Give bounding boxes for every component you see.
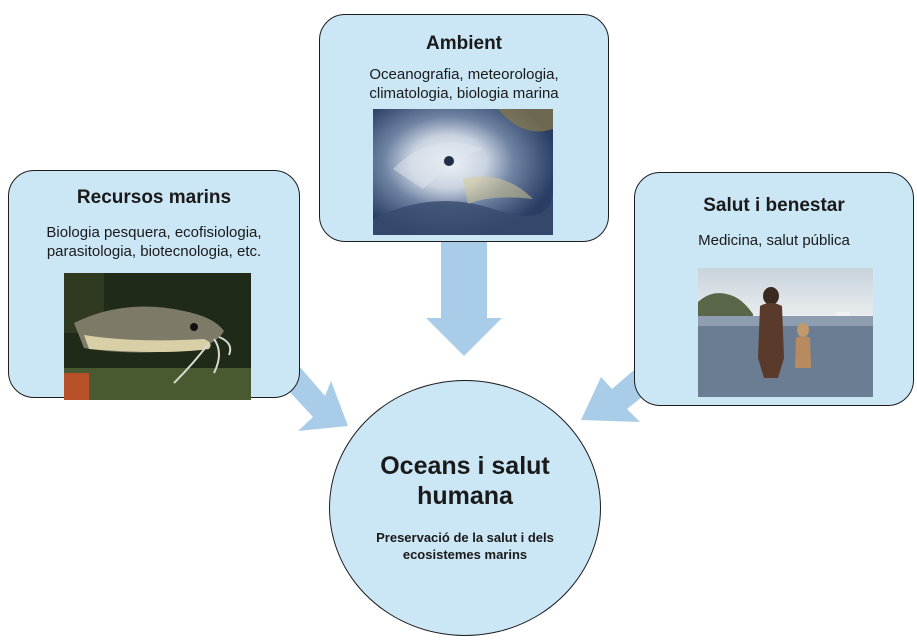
salut-title: Salut i benestar [703, 195, 845, 216]
salut-box: Salut i benestar Medicina, salut pública [634, 172, 914, 406]
ambient-box: Ambient Oceanografia, meteorologia, clim… [319, 14, 609, 242]
center-circle: Oceans i salut humana Preservació de la … [329, 380, 601, 636]
sea-people-image [698, 268, 873, 397]
center-subtitle: Preservació de la salut i dels ecosistem… [376, 530, 554, 562]
hurricane-image [373, 109, 553, 235]
arrow-left-down [581, 370, 646, 422]
recursos-title: Recursos marins [76, 187, 232, 208]
arrow-right-down [287, 367, 348, 431]
ambient-title: Ambient [426, 33, 502, 54]
ambient-description: Oceanografia, meteorologia, climatologia… [369, 66, 559, 102]
recursos-box: Recursos marins Biologia pesquera, ecofi… [8, 170, 300, 400]
center-title: Oceans i salut humana [380, 452, 550, 510]
salut-description: Medicina, salut pública [698, 232, 850, 249]
catfish-image [64, 273, 251, 400]
recursos-description: Biologia pesquera, ecofisiologia, parasi… [46, 224, 262, 260]
arrow-down [426, 242, 502, 356]
